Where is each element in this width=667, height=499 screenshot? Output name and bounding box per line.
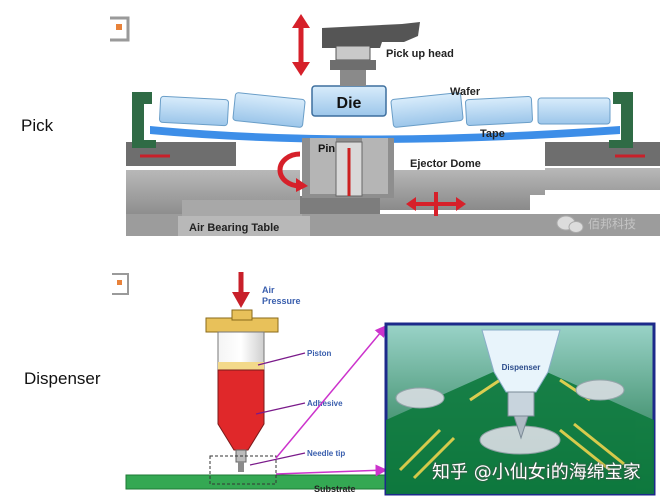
vertical-motion-arrow [292,14,310,76]
callout-pick-up-head: Pick up head [386,48,454,60]
air-bearing-table [178,216,310,236]
callout-ejector-dome: Ejector Dome [410,158,481,170]
callout-substrate: Substrate [314,484,356,494]
logo-mark-icon [110,16,130,42]
callout-air-bearing-table: Air Bearing Table [189,222,279,234]
pick-up-head [322,22,420,86]
callout-pin: Pin [318,143,335,155]
callout-inset-dispenser: Dispenser [502,363,541,372]
tape [150,126,620,143]
callout-tape: Tape [480,128,505,140]
callout-piston: Piston [307,349,332,358]
dispenser-inset-image [384,322,656,496]
rotation-arrow-icon [277,151,308,192]
wechat-icon [556,215,584,233]
watermark-pick: 佰邦科技 [588,217,636,231]
left-frame-bracket [132,92,156,148]
callout-die: Die [337,95,362,112]
callout-adhesive: Adhesive [307,399,343,408]
logo-mark-icon [112,273,129,295]
right-clamp-block [545,142,660,166]
callout-pressure: Pressure [262,296,301,306]
callout-needle-tip: Needle tip [307,449,345,458]
syringe [205,309,279,472]
wafer [159,92,611,128]
air-pressure-arrow [232,272,250,308]
magnify-box [209,455,277,485]
footer-watermark: 知乎 @小仙女i的海绵宝家 [432,462,641,483]
ejector-dome [302,138,394,198]
horizontal-motion-arrow [406,192,466,216]
magnify-line-top [275,324,387,459]
magnify-line-bottom [275,464,388,477]
dispenser-leader-lines [249,352,306,466]
callout-wafer: Wafer [450,86,481,98]
callout-air: Air [262,285,275,295]
section-label-pick: Pick [21,116,54,135]
right-frame-bracket [609,92,633,148]
section-label-dispenser: Dispenser [24,369,101,388]
